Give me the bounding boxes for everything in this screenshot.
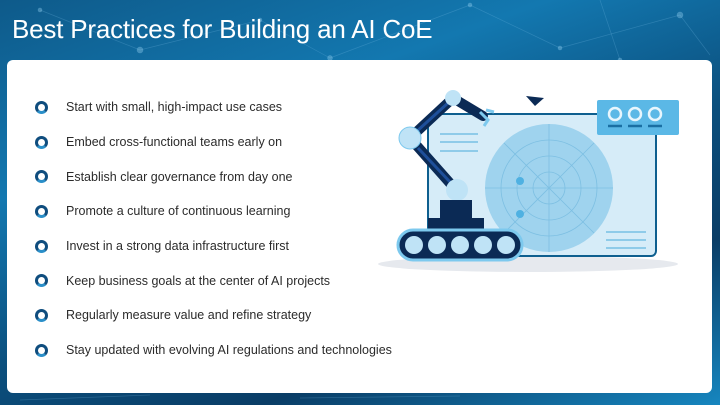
list-item: Promote a culture of continuous learning	[35, 194, 392, 229]
list-item-text: Invest in a strong data infrastructure f…	[66, 239, 290, 254]
ring-bullet-icon	[35, 170, 48, 184]
list-item: Establish clear governance from day one	[35, 159, 392, 194]
list-item-text: Regularly measure value and refine strat…	[66, 308, 312, 323]
list-item: Keep business goals at the center of AI …	[35, 263, 392, 298]
ring-bullet-icon	[35, 204, 48, 218]
list-item: Stay updated with evolving AI regulation…	[35, 333, 392, 368]
ring-bullet-icon	[35, 100, 48, 114]
ring-bullet-icon	[35, 239, 48, 253]
list-item-text: Establish clear governance from day one	[66, 169, 293, 184]
robot-arm-radar-illustration	[378, 90, 679, 272]
list-item-text: Promote a culture of continuous learning	[66, 204, 291, 219]
practices-list: Start with small, high-impact use cases …	[35, 90, 392, 368]
ring-bullet-icon	[35, 308, 48, 322]
ring-bullet-icon	[35, 274, 48, 288]
list-item-text: Stay updated with evolving AI regulation…	[66, 343, 392, 358]
list-item: Regularly measure value and refine strat…	[35, 298, 392, 333]
list-item-text: Embed cross-functional teams early on	[66, 135, 283, 150]
list-item: Invest in a strong data infrastructure f…	[35, 229, 392, 264]
list-item-text: Start with small, high-impact use cases	[66, 100, 283, 115]
list-item-text: Keep business goals at the center of AI …	[66, 273, 331, 288]
ring-bullet-icon	[35, 343, 48, 357]
list-item: Start with small, high-impact use cases	[35, 90, 392, 125]
ring-bullet-icon	[35, 135, 48, 149]
list-item: Embed cross-functional teams early on	[35, 125, 392, 160]
slide-title: Best Practices for Building an AI CoE	[12, 14, 433, 44]
